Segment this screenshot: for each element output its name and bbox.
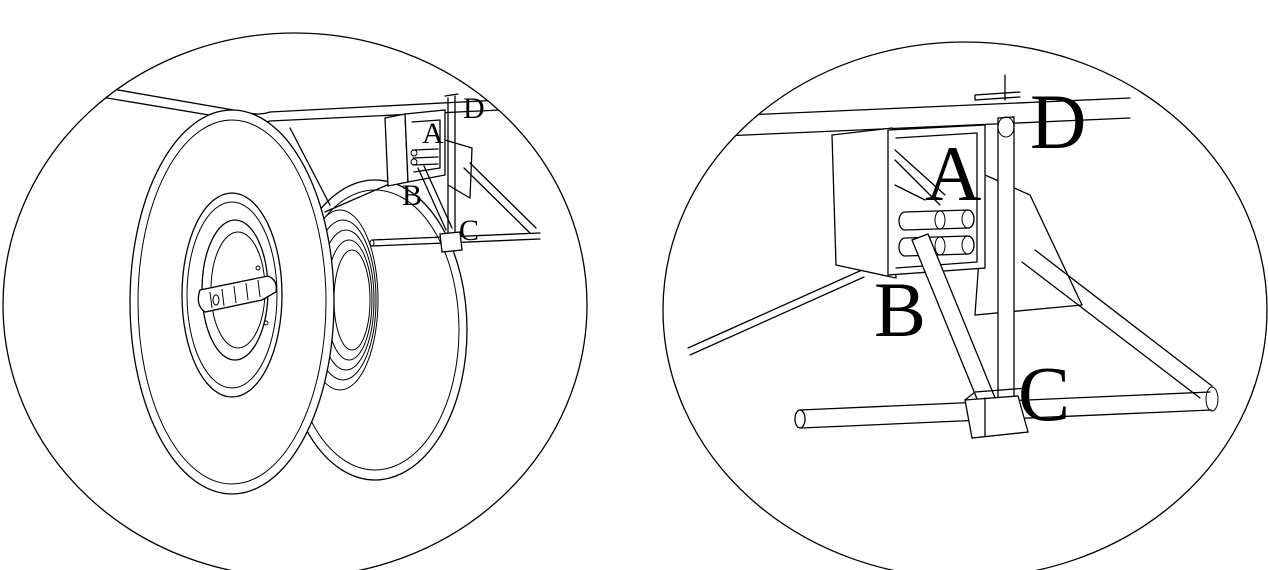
right-hook-block (964, 387, 1029, 439)
left-label-a: A (422, 117, 444, 150)
right-view-circle (662, 41, 1268, 570)
right-v-rod (1021, 249, 1213, 399)
right-detail-view: A B C D (662, 41, 1268, 570)
right-inner-braces (894, 149, 946, 206)
left-bracket-assembly (369, 93, 541, 253)
right-roller-lower (898, 235, 975, 257)
left-crank-handle (197, 275, 277, 313)
right-back-plate (831, 127, 897, 279)
right-label-d: D (1030, 78, 1086, 165)
right-roller-upper (898, 209, 975, 231)
left-label-d: D (463, 92, 485, 125)
left-view-circle (2, 32, 588, 570)
right-label-c: C (1018, 350, 1070, 437)
right-label-a: A (925, 130, 981, 217)
right-label-b: B (874, 266, 926, 353)
left-label-c: C (459, 214, 479, 247)
right-gusset-plate (974, 174, 1083, 316)
left-label-b: B (402, 179, 422, 212)
right-frame-beam (699, 97, 1131, 138)
right-support-arm (687, 269, 865, 356)
left-detail-view: A B C D (2, 32, 588, 570)
